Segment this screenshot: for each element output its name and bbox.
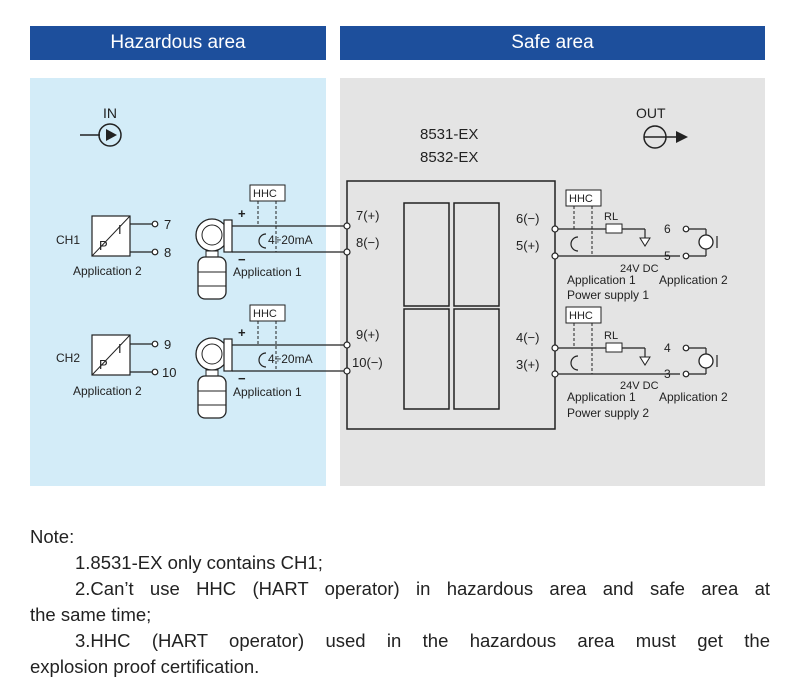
- ch1-load-a: 6: [664, 222, 671, 236]
- isolator-module: [346, 180, 556, 430]
- in-label: IN: [103, 105, 117, 121]
- ch1-out-pos: 5(+): [516, 238, 539, 253]
- ch2-terminal-a: 9: [164, 337, 171, 352]
- ch2-terminal-b: 10: [162, 365, 176, 380]
- channel-1: CH1 P I 7 8 Application 2 + − HHC: [56, 184, 728, 302]
- hazardous-area-title: Hazardous area: [110, 32, 246, 53]
- ch1-rl-label: RL: [604, 211, 618, 223]
- ch2-p-symbol: P: [99, 357, 108, 372]
- ch1-transmitter-icon: [195, 218, 233, 300]
- note-2-line-1: 2.Can’t use HHC (HART operator) in hazar…: [75, 578, 770, 599]
- ch2-transmitter-icon: [195, 337, 233, 419]
- ch2-in-neg: 10(−): [352, 355, 383, 370]
- ch2-minus: −: [238, 371, 246, 386]
- ch2-in-pos: 9(+): [356, 327, 379, 342]
- ch2-supply: Power supply 2: [567, 406, 649, 420]
- ch2-meter-icon: [698, 353, 714, 369]
- hazardous-area-header: Hazardous area: [30, 26, 326, 60]
- ch1-label: CH1: [56, 233, 80, 247]
- safe-area-title: Safe area: [511, 32, 594, 53]
- ch2-app1-label: Application 1: [233, 385, 302, 399]
- ch1-in-neg: 8(−): [356, 235, 379, 250]
- channel-2: CH2 P I 9 10 Application 2 + − HHC: [56, 304, 728, 420]
- ch2-load-a: 4: [664, 341, 671, 355]
- ch2-hhc-label: HHC: [253, 308, 277, 320]
- out-arrow-icon: OUT: [636, 105, 688, 149]
- ch1-supply: Power supply 1: [567, 288, 649, 302]
- model-8531: 8531-EX: [420, 126, 478, 143]
- safe-area-header: Safe area: [340, 26, 765, 60]
- ch2-label: CH2: [56, 351, 80, 365]
- ch1-pi-converter-icon: P I: [91, 215, 131, 257]
- ch2-load-b: 3: [664, 367, 671, 381]
- ch2-i-symbol: I: [118, 341, 122, 356]
- ch2-current-label: 4÷20mA: [268, 352, 313, 366]
- ch1-app2-label: Application 2: [73, 264, 142, 278]
- note-3-line-2: explosion proof certification.: [30, 656, 260, 677]
- note-3-line-1: 3.HHC (HART operator) used in the hazard…: [75, 630, 770, 651]
- ch1-out-neg: 6(−): [516, 211, 539, 226]
- ch1-safe-app2: Application 2: [659, 273, 728, 287]
- ch1-voltage: 24V DC: [620, 263, 659, 275]
- ch2-plus: +: [238, 325, 246, 340]
- note-1: 1.8531-EX only contains CH1;: [75, 552, 323, 573]
- ch2-out-neg: 4(−): [516, 330, 539, 345]
- ch1-minus: −: [238, 252, 246, 267]
- ch1-hhc-label: HHC: [253, 188, 277, 200]
- ch1-current-label: 4÷20mA: [268, 233, 313, 247]
- ch1-i-symbol: I: [118, 222, 122, 237]
- ch1-in-pos: 7(+): [356, 208, 379, 223]
- ch1-safe-hhc-label: HHC: [569, 193, 593, 205]
- ch2-safe-app2: Application 2: [659, 390, 728, 404]
- ch1-terminal-a: 7: [164, 217, 171, 232]
- ch1-load-b: 5: [664, 249, 671, 263]
- hazardous-area-zone: [30, 78, 326, 486]
- ch2-safe-hhc-label: HHC: [569, 310, 593, 322]
- ch2-out-pos: 3(+): [516, 357, 539, 372]
- ch2-pi-converter-icon: P I: [91, 334, 131, 376]
- notes-title: Note:: [30, 526, 75, 547]
- safe-area-zone: [340, 78, 765, 486]
- out-label: OUT: [636, 105, 666, 121]
- model-8532: 8532-EX: [420, 149, 478, 166]
- ch1-meter-icon: [698, 234, 714, 250]
- note-2-line-2: the same time;: [30, 604, 152, 625]
- ch1-app1-label: Application 1: [233, 265, 302, 279]
- ch2-app2-label: Application 2: [73, 384, 142, 398]
- ch1-safe-app1: Application 1: [567, 273, 636, 287]
- ch1-p-symbol: P: [99, 238, 108, 253]
- ch2-voltage: 24V DC: [620, 380, 659, 392]
- ch1-plus: +: [238, 206, 246, 221]
- notes-section: Note: 1.8531-EX only contains CH1; 2.Can…: [30, 524, 770, 680]
- in-arrow-icon: IN: [80, 105, 122, 147]
- ch2-rl-label: RL: [604, 330, 618, 342]
- ch1-terminal-b: 8: [164, 245, 171, 260]
- ch2-safe-app1: Application 1: [567, 390, 636, 404]
